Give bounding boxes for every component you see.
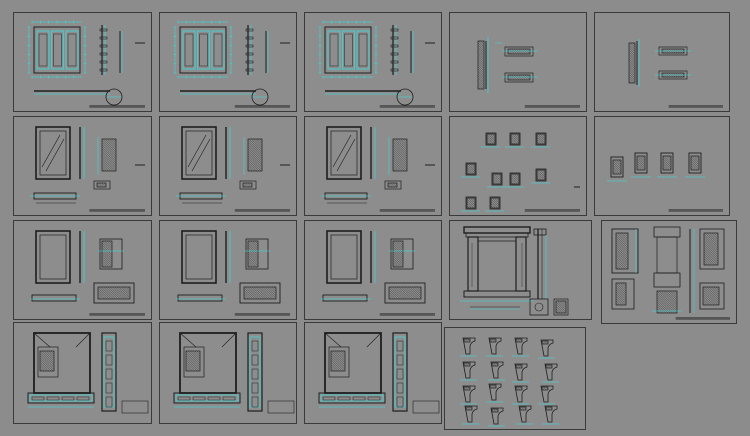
- cad-linework: [318, 20, 435, 108]
- cad-linework: [321, 230, 435, 316]
- drawing-sheet-4[interactable]: [449, 12, 587, 112]
- drawing-sheet-2[interactable]: [159, 12, 297, 112]
- cad-linework: [176, 126, 290, 212]
- cad-linework: [461, 132, 580, 212]
- drawing-sheet-12[interactable]: [159, 220, 297, 320]
- drawing-sheet-8[interactable]: [304, 116, 442, 216]
- drawing-sheet-5[interactable]: [594, 12, 730, 112]
- drawing-sheet-1[interactable]: [13, 12, 152, 112]
- cad-linework: [27, 20, 145, 108]
- cad-linework: [173, 332, 295, 414]
- drawing-sheet-16[interactable]: [13, 322, 152, 424]
- cad-linework: [477, 37, 580, 108]
- drawing-sheet-11[interactable]: [13, 220, 152, 320]
- cad-linework: [30, 126, 145, 212]
- drawing-sheet-7[interactable]: [159, 116, 297, 216]
- cad-linework: [318, 332, 440, 414]
- cad-linework: [321, 126, 435, 212]
- cad-linework: [30, 230, 145, 316]
- drawing-sheet-6[interactable]: [13, 116, 152, 216]
- cad-linework: [628, 39, 723, 108]
- cad-linework: [27, 332, 149, 414]
- cad-linework: [611, 226, 730, 320]
- drawing-sheet-10[interactable]: [594, 116, 730, 216]
- cad-linework: [460, 226, 569, 316]
- drawing-sheet-17[interactable]: [159, 322, 297, 424]
- drawing-sheet-18[interactable]: [304, 322, 442, 424]
- drawing-sheet-13[interactable]: [304, 220, 442, 320]
- drawing-sheet-9[interactable]: [449, 116, 587, 216]
- drawing-sheet-15[interactable]: [601, 220, 737, 324]
- cad-linework: [173, 20, 290, 108]
- drawing-sheet-19[interactable]: [444, 327, 586, 430]
- cad-linework: [460, 337, 559, 427]
- cad-linework: [607, 152, 723, 212]
- drawing-sheet-3[interactable]: [304, 12, 442, 112]
- drawing-sheet-14[interactable]: [449, 220, 592, 320]
- cad-linework: [176, 230, 290, 316]
